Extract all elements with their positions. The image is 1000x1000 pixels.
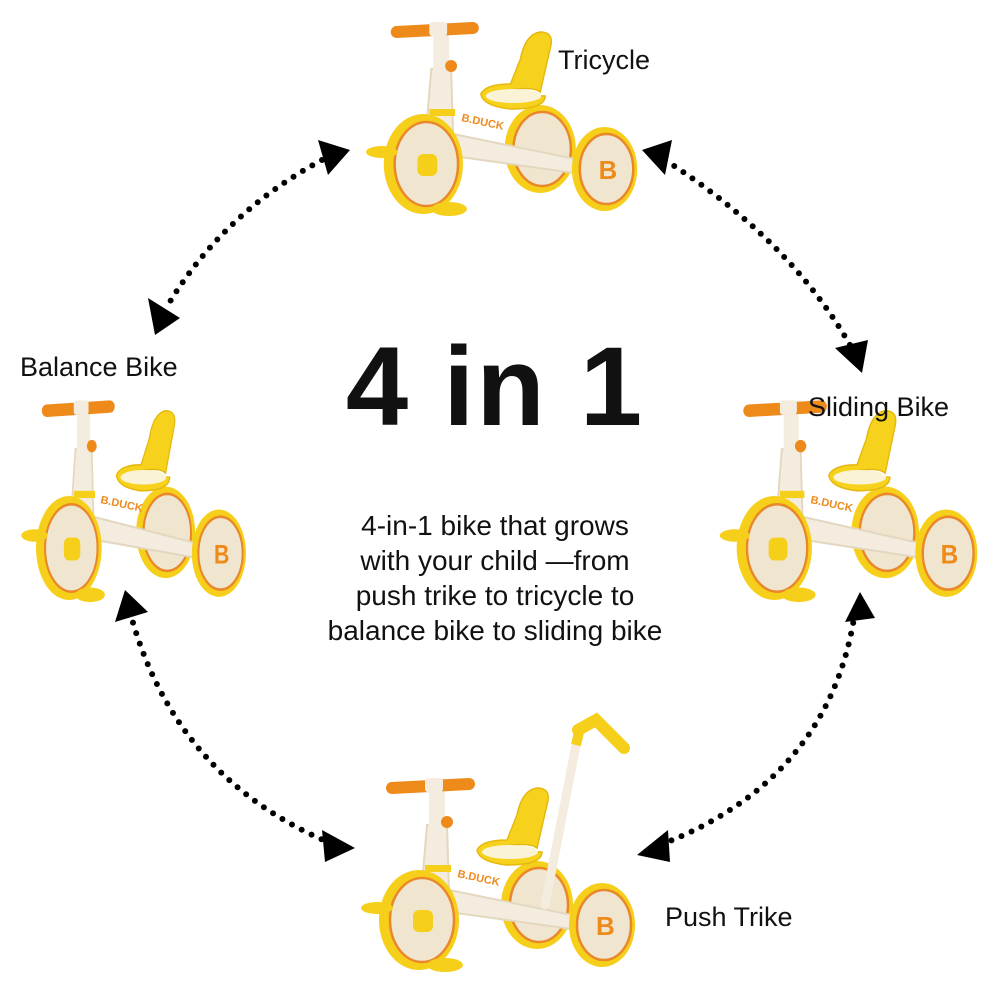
label-balance-bike: Balance Bike xyxy=(20,352,178,382)
label-sliding-bike: Sliding Bike xyxy=(808,392,950,422)
arrowhead-icon xyxy=(322,830,355,862)
arrow-tricycle-balance xyxy=(162,157,325,313)
label-push-trike: Push Trike xyxy=(665,902,793,932)
label-tricycle: Tricycle xyxy=(558,45,650,75)
brand-on-frame-tricycle: B.DUCK xyxy=(460,112,504,133)
arrowhead-icon xyxy=(637,830,670,862)
headline: 4 in 1 xyxy=(345,324,645,449)
arrowhead-icon xyxy=(642,140,672,175)
description-line: push trike to tricycle to xyxy=(355,580,635,611)
arrowhead-icon xyxy=(148,298,180,335)
arrow-sliding-push xyxy=(657,609,858,848)
arrow-balance-push xyxy=(127,609,338,848)
description-line: 4-in-1 bike that grows xyxy=(361,510,629,541)
arrowhead-icon xyxy=(115,590,148,622)
arrow-tricycle-sliding xyxy=(662,157,853,348)
arrowhead-icon xyxy=(835,340,868,373)
arrowhead-icon xyxy=(318,140,350,175)
arrowhead-icon xyxy=(845,592,875,622)
description: 4-in-1 bike that grows with your child —… xyxy=(0,508,990,648)
brand-on-frame-push-trike: B.DUCK xyxy=(456,868,500,889)
description-line: with your child —from xyxy=(360,545,630,576)
description-line: balance bike to sliding bike xyxy=(327,615,663,646)
push-trike-image xyxy=(361,712,635,972)
